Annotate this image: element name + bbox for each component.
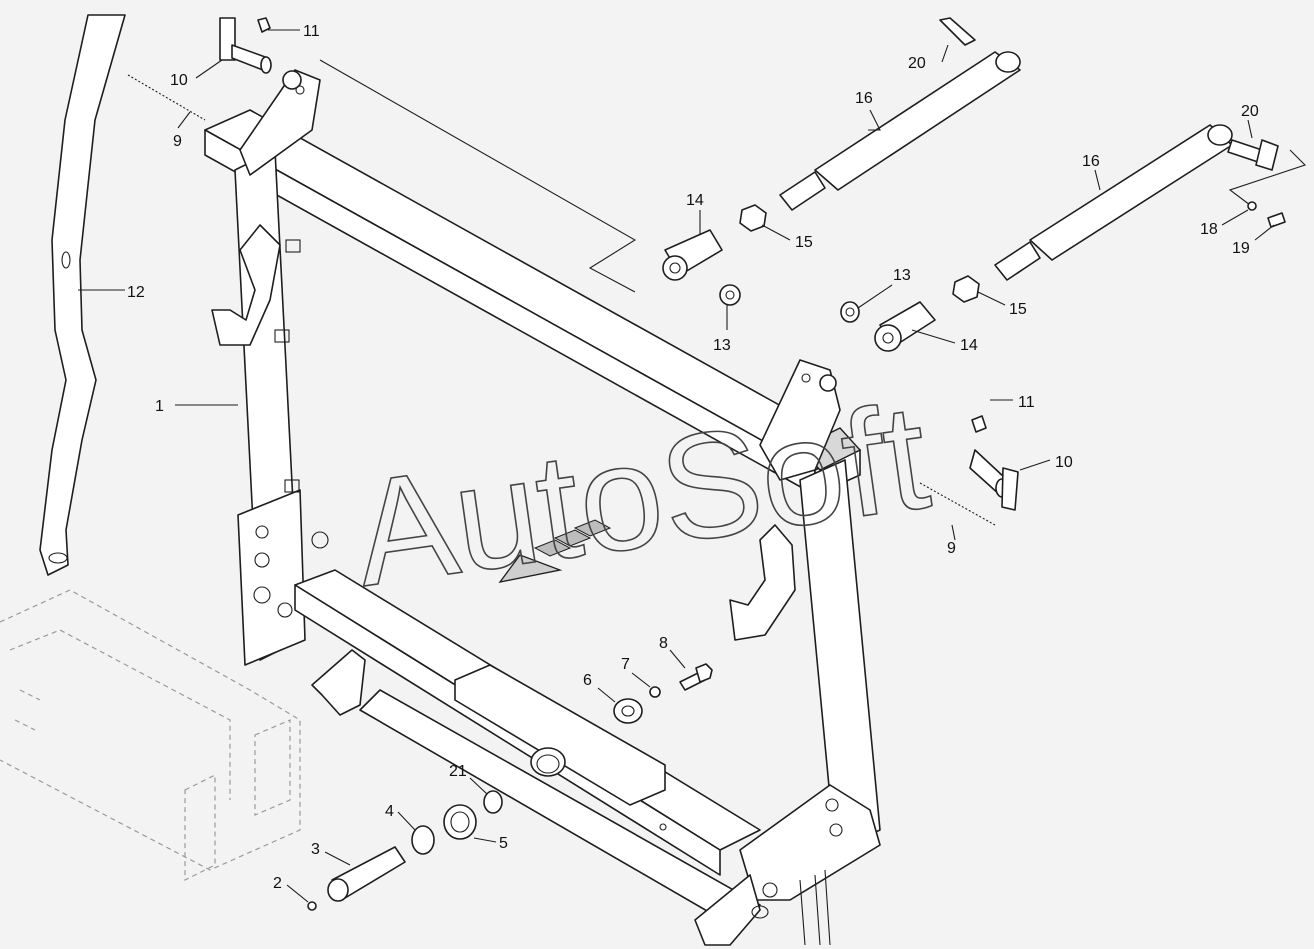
pin-assembly-right: [919, 415, 1019, 526]
callout-19: 19: [1232, 240, 1250, 257]
callout-14: 14: [960, 337, 978, 354]
callout-16: 16: [1082, 153, 1100, 170]
direction-arrow: [498, 519, 612, 583]
callout-11: 11: [1018, 394, 1035, 411]
callout-11: 11: [303, 23, 320, 40]
callout-15: 15: [1009, 301, 1027, 318]
callout-21: 21: [449, 763, 467, 780]
callout-20: 20: [908, 55, 926, 72]
ball-joint-lower: [840, 275, 980, 352]
callout-9: 9: [173, 133, 182, 150]
callout-12: 12: [127, 284, 145, 301]
bolt-stack: [613, 663, 713, 724]
callout-18: 18: [1200, 221, 1218, 238]
callout-14: 14: [686, 192, 704, 209]
callout-10: 10: [1055, 454, 1073, 471]
lift-rod-12: [39, 14, 126, 576]
callout-4: 4: [385, 803, 394, 820]
ghost-tractor-body: [0, 589, 301, 881]
callout-7: 7: [621, 656, 630, 673]
lower-pin-stack: [307, 790, 503, 911]
callout-labels: 11 10 9 12 1 20 16 14 15 13 20 16 18 19 …: [127, 23, 1259, 892]
callout-13: 13: [713, 337, 731, 354]
callout-1: 1: [155, 398, 164, 415]
callout-15: 15: [795, 234, 813, 251]
callout-5: 5: [499, 835, 508, 852]
main-frame-1: [204, 69, 881, 946]
pin-assembly-upper-left: [127, 17, 272, 121]
callout-6: 6: [583, 672, 592, 689]
callout-13: 13: [893, 267, 911, 284]
link-rod-16-lower: [994, 124, 1286, 281]
callout-8: 8: [659, 635, 668, 652]
reference-plane-lines: [319, 59, 1307, 293]
callout-9: 9: [947, 540, 956, 557]
callout-2: 2: [273, 875, 282, 892]
callout-20: 20: [1241, 103, 1259, 120]
leader-lines: [78, 29, 1275, 903]
callout-16: 16: [855, 90, 873, 107]
link-rod-16-upper: [779, 17, 1021, 211]
callout-10: 10: [170, 72, 188, 89]
ball-joint-upper: [662, 204, 767, 306]
callout-3: 3: [311, 841, 320, 858]
